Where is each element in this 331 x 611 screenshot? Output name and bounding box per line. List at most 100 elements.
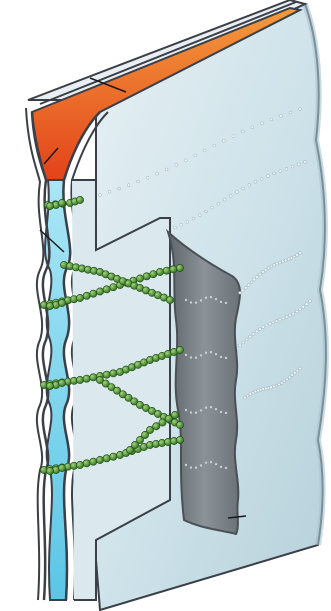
particle-dot [241,289,244,292]
particle-dot [156,172,159,175]
leaflet-particle-dot [200,464,202,466]
particle-dot [283,380,286,383]
particle-dot [264,268,267,271]
particle-dot [99,194,102,197]
particle-dot [309,300,312,303]
particle-dot [279,170,282,173]
particle-dot [261,271,264,274]
leaflet-particle-dot [220,466,222,468]
particle-dot [242,187,245,190]
leaflet-particle-dot [215,353,217,355]
leaflet-particle-dot [195,467,197,469]
junction-strand-bead [83,375,90,382]
particle-dot [255,330,258,333]
junction-strand-bead [171,411,178,418]
leaflet-particle-dot [205,297,207,299]
junction-strand-bead [96,288,103,295]
particle-dot [273,172,276,175]
leaflet-particle-dot [225,357,227,359]
leaflet-particle-dot [220,411,222,413]
leaflet-particle-dot [215,408,217,410]
leaflet-particle-dot [190,466,192,468]
particle-dot [251,391,254,394]
particle-dot [296,369,299,372]
leaflet-particle-dot [195,357,197,359]
particle-dot [244,286,247,289]
junction-strand-bead [176,346,183,353]
left-membrane-bilayer-inner [26,108,43,600]
junction-strand-bead [110,453,117,460]
particle-dot [146,176,149,179]
particle-dot [299,367,302,370]
particle-dot [261,122,264,125]
leaflet-particle-dot [195,302,197,304]
leaflet-particle-dot [190,411,192,413]
particle-dot [284,259,287,262]
particle-dot [275,320,278,323]
leaflet-particle-dot [215,463,217,465]
particle-dot [186,220,189,223]
particle-dot [270,386,273,389]
particle-dot [291,374,294,377]
particle-dot [285,167,288,170]
particle-dot [265,324,268,327]
particle-dot [267,387,270,390]
particle-dot [222,139,225,142]
junction-strand-bead [176,264,183,271]
particle-dot [286,378,289,381]
particle-dot [267,267,270,270]
junction-strand-bead [143,273,150,280]
particle-dot [291,165,294,168]
particle-dot [192,217,195,220]
particle-dot [269,322,272,325]
particle-dot [259,328,262,331]
particle-dot [293,255,296,258]
leaflet-particle-dot [185,299,187,301]
leaflet-particle-dot [205,352,207,354]
leaflet-particle-dot [220,356,222,358]
leaflet-particle-dot [200,409,202,411]
junction-strand-bead [156,268,163,275]
junction-strand-bead [58,199,65,206]
particle-dot [275,384,278,387]
leaflet-particle-dot [210,461,212,463]
junction-strand-bead [46,302,53,309]
particle-dot [299,252,302,255]
particle-dot [305,303,308,306]
particle-dot [239,344,242,347]
particle-dot [252,333,255,336]
particle-dot [175,163,178,166]
left-membrane-bilayer [32,112,49,600]
junction-strand-bead [166,296,173,303]
junction-strand-bead [76,294,83,301]
junction-strand-bead [83,292,90,299]
particle-dot [285,316,288,319]
particle-dot [108,190,111,193]
particle-dot [273,263,276,266]
junction-strand-bead [163,267,170,274]
particle-dot [137,180,140,183]
particle-dot [256,276,259,279]
junction-strand-bead [76,376,83,383]
particle-dot [236,191,239,194]
leaflet-particle-dot [210,351,212,353]
particle-dot [254,180,257,183]
particle-dot [299,108,302,111]
particle-dot [289,314,292,317]
junction-strand-bead [58,299,65,306]
particle-dot [247,284,250,287]
leaflet-particle-dot [225,467,227,469]
particle-dot [292,312,295,315]
leaflet-particle-dot [200,299,202,301]
particle-dot [279,318,282,321]
junction-strand-bead [76,196,83,203]
particle-dot [287,258,290,261]
particle-dot [246,394,249,397]
junction-strand-bead [90,374,97,381]
junction-strand-bead [90,458,97,465]
particle-dot [279,261,282,264]
particle-dot [165,168,168,171]
particle-dot [282,317,285,320]
leaflet-particle-dot [225,302,227,304]
